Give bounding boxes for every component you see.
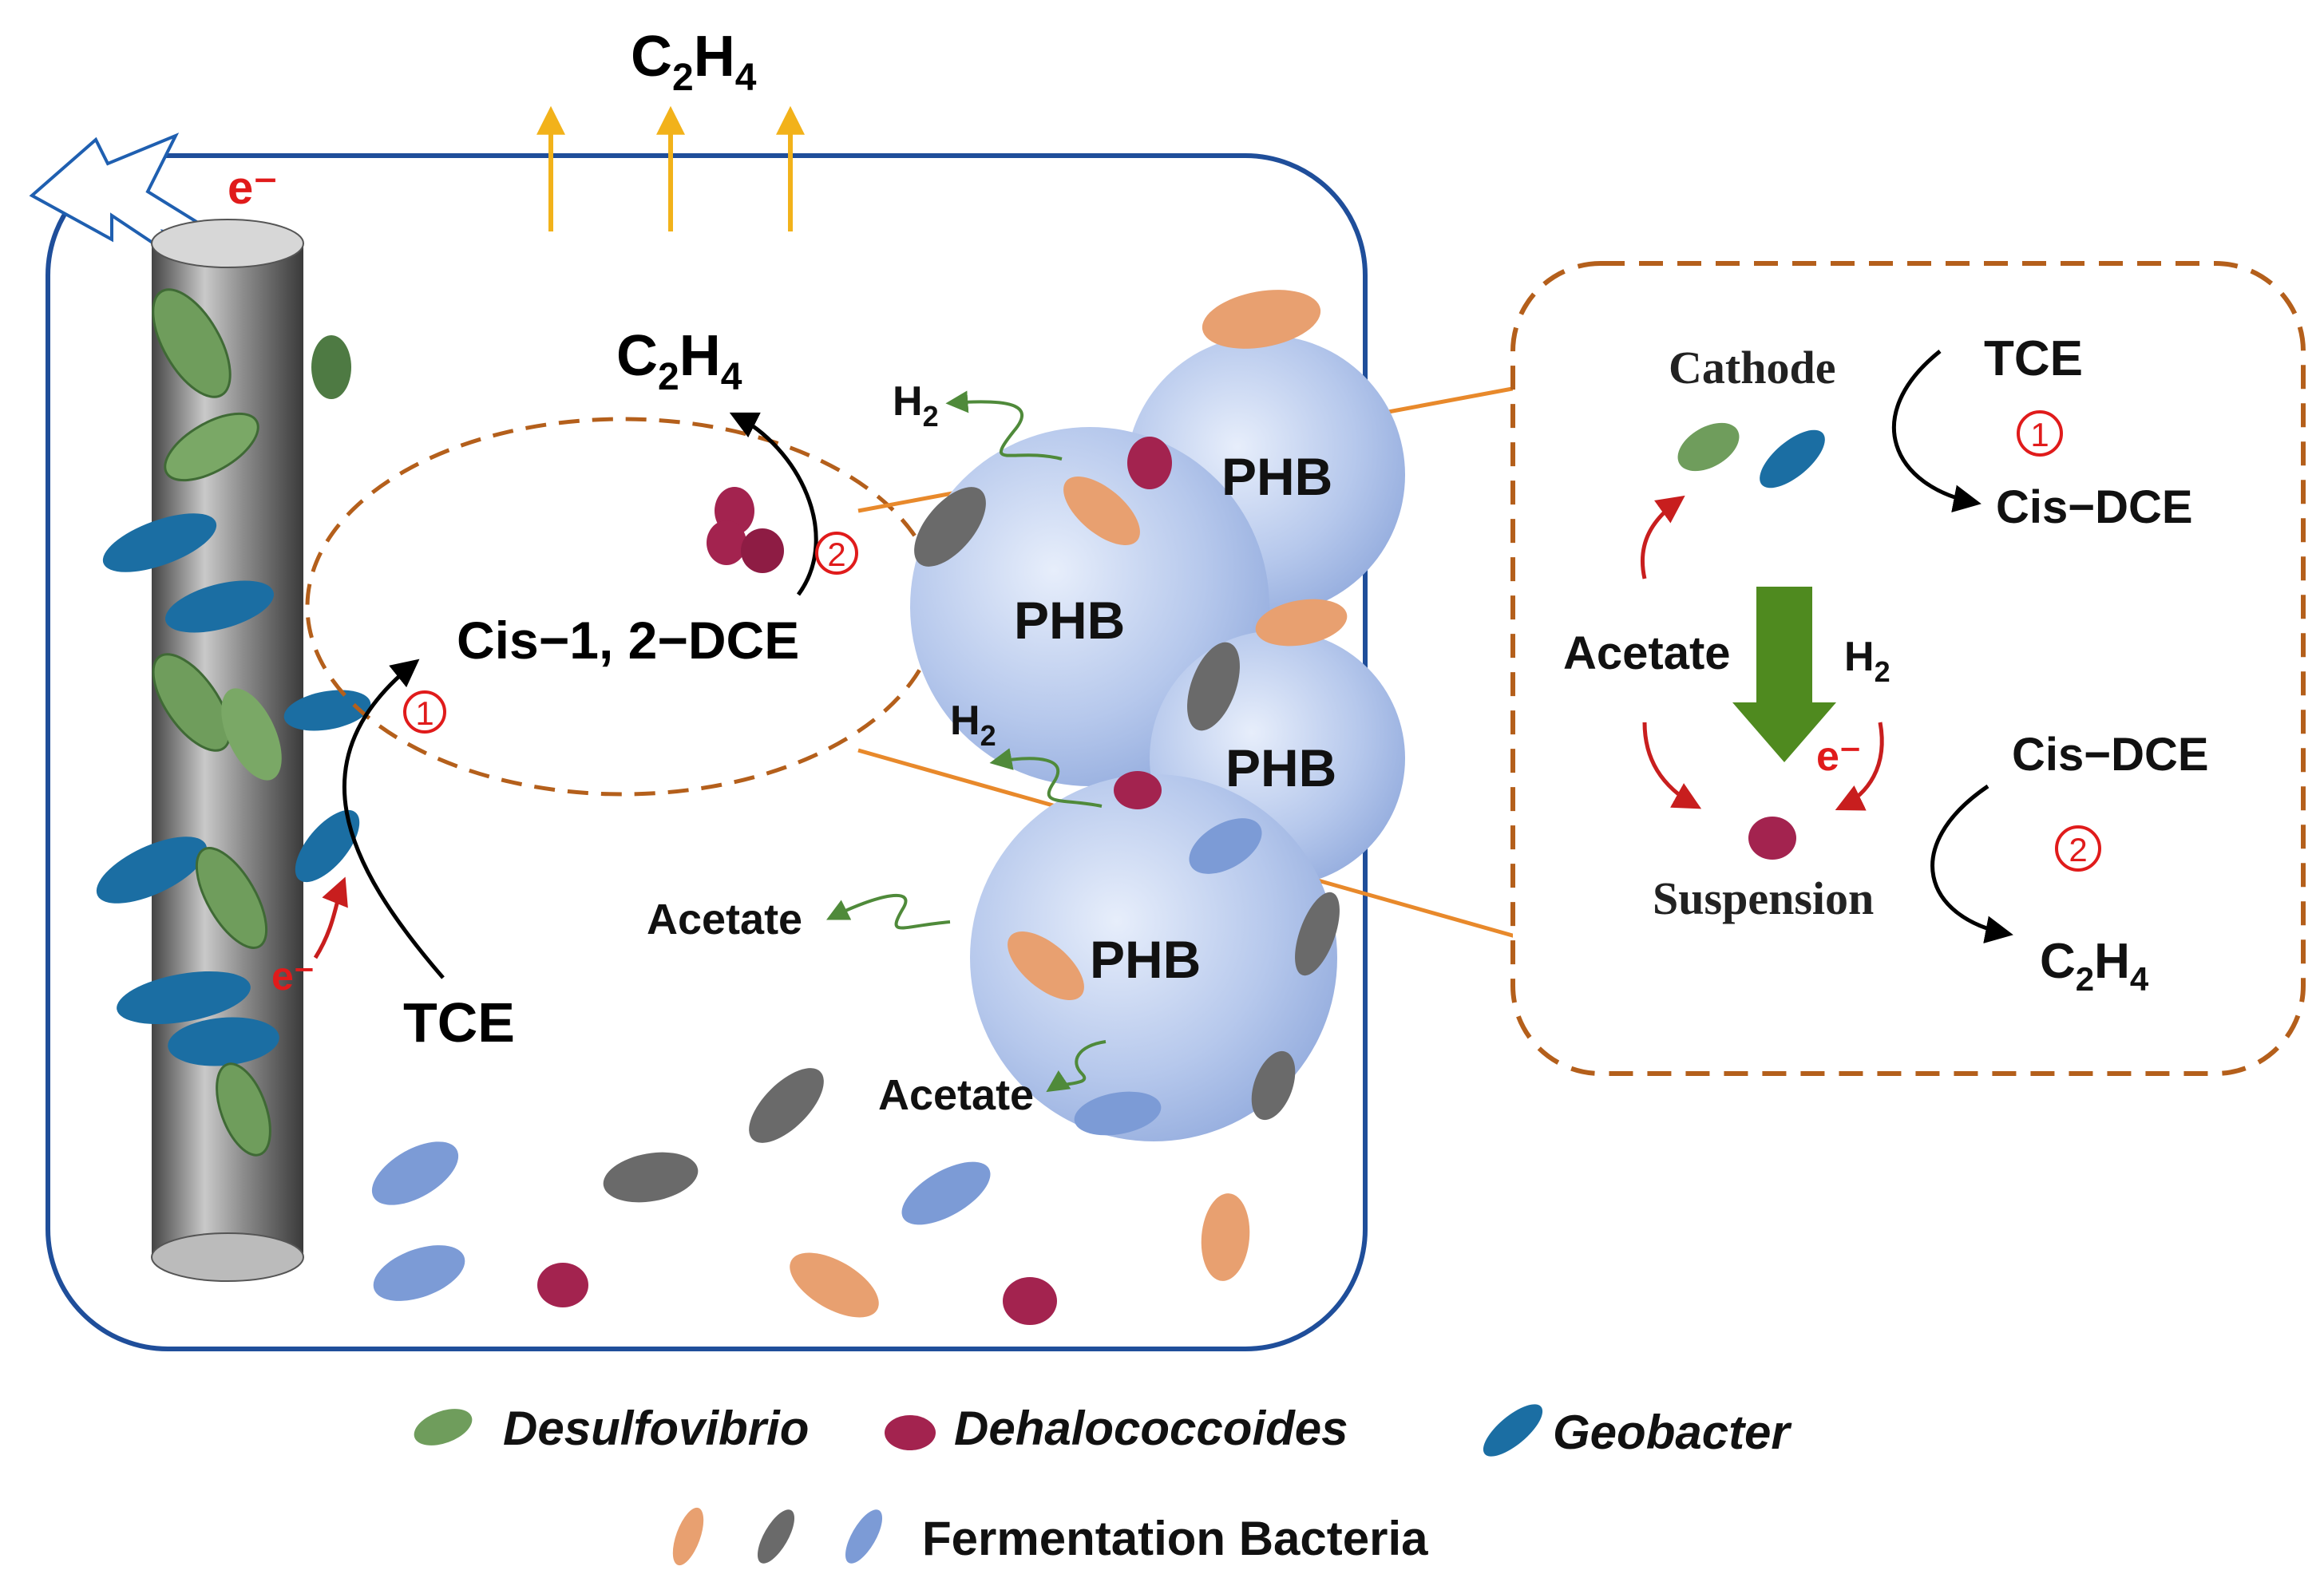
inset-h2-label: H2	[1844, 634, 1890, 688]
rod-bacteria	[96, 288, 371, 1157]
inset-step-two-arrow	[1930, 784, 2013, 943]
inset-c2h4-label: C2H4	[2040, 934, 2149, 998]
inset-cathode-label: Cathode	[1669, 342, 1835, 394]
step-two-marker: 2	[815, 532, 858, 575]
tce-label: TCE	[403, 991, 515, 1054]
legend-fermentation-label: Fermentation Bacteria	[922, 1512, 1428, 1565]
inset-cis-dce-label-2: Cis−DCE	[2012, 729, 2209, 781]
h2-label-upper: H2	[893, 378, 939, 433]
inset-acetate-label: Acetate	[1563, 627, 1731, 679]
legend-geobacter-icon	[1483, 1404, 1543, 1457]
step-one-arrow	[342, 659, 445, 979]
legend-ferm-orange-icon	[672, 1507, 704, 1566]
legend-dehalococcoides-label: Dehalococcoides	[954, 1402, 1348, 1455]
legend: Desulfovibrio Dehalococcoides Geobacter …	[414, 1402, 1792, 1566]
electron-transfer-arrow	[313, 876, 348, 959]
phb-label: PHB	[1090, 930, 1201, 989]
legend-ferm-blue-icon	[845, 1509, 883, 1564]
electron-small-label: e⁻	[271, 954, 315, 999]
inset-suspension-label: Suspension	[1653, 872, 1874, 924]
inset-red-arrow-down	[1642, 722, 1702, 809]
phb-label: PHB	[1014, 591, 1125, 650]
acetate-wavy-arrow-lower	[1046, 1040, 1107, 1093]
acetate-label-upper: Acetate	[647, 896, 802, 943]
legend-desulfovibrio-label: Desulfovibrio	[503, 1402, 809, 1455]
svg-text:2: 2	[827, 536, 845, 573]
acetate-wavy-arrow-upper	[825, 893, 951, 930]
step-two-arrow	[729, 412, 818, 596]
inset-step-two-marker: 2	[2055, 825, 2101, 872]
legend-desulfovibrio-icon	[414, 1409, 473, 1446]
inset-step-one-marker: 1	[2017, 410, 2063, 457]
svg-text:1: 1	[2030, 416, 2049, 453]
inset-desulfovibrio	[1677, 422, 1740, 472]
acetate-label-lower: Acetate	[878, 1071, 1034, 1119]
inset-geobacter	[1760, 429, 1825, 488]
legend-dehalococcoides-icon	[885, 1415, 936, 1450]
inset-dehalococcoides	[1748, 817, 1796, 860]
phb-bacteria	[914, 290, 1348, 1136]
h2-wavy-arrow-lower	[989, 748, 1103, 808]
inset-cis-dce-label-1: Cis−DCE	[1996, 481, 2193, 533]
top-c2h4-label: C2H4	[631, 25, 757, 99]
suspended-bacteria	[371, 1068, 1250, 1325]
phb-sphere	[970, 774, 1337, 1141]
inset-tce-label: TCE	[1984, 331, 2083, 386]
h2-wavy-arrow-upper	[945, 390, 1063, 461]
inset-red-arrow-up	[1640, 495, 1685, 579]
inset-electron-label: e⁻	[1816, 734, 1861, 780]
cis-dce-label: Cis−1, 2−DCE	[457, 611, 799, 670]
legend-geobacter-label: Geobacter	[1553, 1406, 1792, 1459]
dehalococcoides-cluster	[707, 487, 784, 573]
inset-green-arrow	[1732, 587, 1836, 762]
legend-ferm-gray-icon	[757, 1509, 795, 1564]
svg-text:2: 2	[2069, 831, 2087, 868]
inner-c2h4-label: C2H4	[616, 324, 742, 398]
inset-red-arrow-electron	[1835, 722, 1884, 811]
phb-label: PHB	[1221, 447, 1332, 506]
svg-text:1: 1	[415, 694, 434, 732]
cathode-electron-label: e⁻	[228, 162, 278, 214]
h2-label-lower: H2	[950, 698, 996, 752]
inset-step-one-arrow	[1892, 350, 1982, 512]
phb-label: PHB	[1225, 738, 1336, 797]
step-one-marker: 1	[403, 690, 446, 734]
